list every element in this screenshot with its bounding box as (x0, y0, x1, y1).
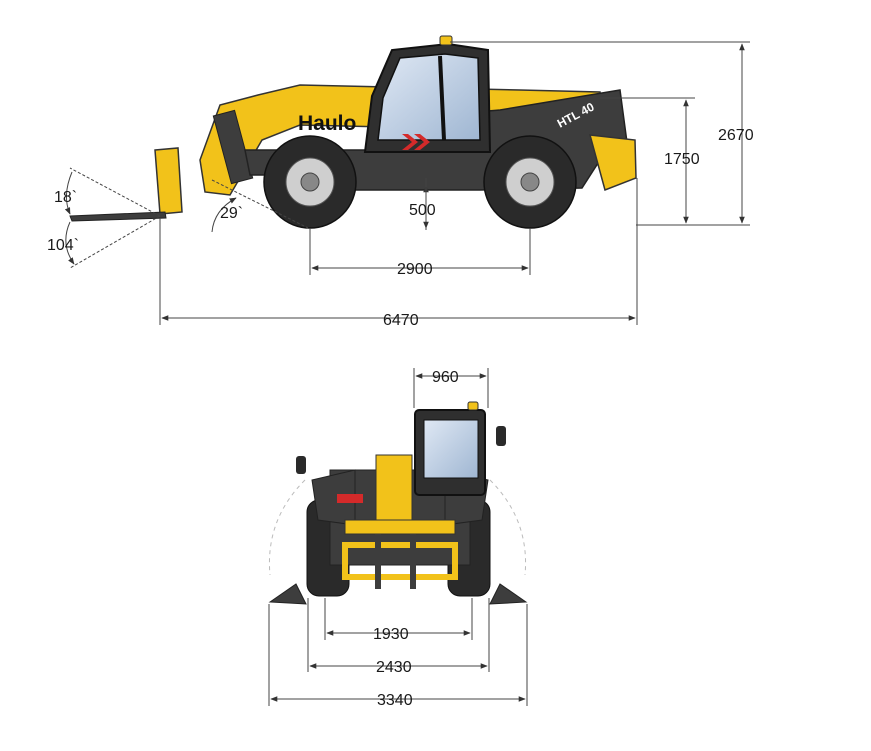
fork-carriage (154, 147, 183, 215)
dim-wheelbase: 2900 (397, 261, 433, 278)
angle-fork-down: 104` (47, 237, 79, 254)
angle-approach: 29` (220, 205, 243, 222)
stabilizer-arc-left (268, 479, 306, 576)
mirror-right (496, 426, 506, 446)
boom-front (375, 454, 413, 524)
side-view-machine: Haulo HTL 40 (69, 35, 637, 229)
dim-cab-width: 960 (432, 369, 459, 386)
dim-width-stabilizers: 3340 (377, 692, 413, 709)
front-view-machine (268, 401, 528, 605)
rear-wheel (483, 135, 577, 229)
fork-carriage-front (344, 519, 456, 535)
brand-logo: Haulo (298, 112, 356, 135)
front-view-dimensions (268, 368, 528, 706)
stabilizer-pad-right (489, 583, 528, 605)
stabilizer-arc-right (489, 479, 527, 576)
dim-width-tires: 2430 (376, 659, 412, 676)
head-lamp (337, 494, 363, 503)
dim-height-cab: 1750 (664, 151, 700, 168)
fork-tine-left (375, 534, 381, 589)
dim-height-total: 2670 (718, 127, 754, 144)
mirror-left (296, 456, 306, 474)
stabilizer-pad-left (268, 583, 307, 605)
dim-ground-clearance: 500 (409, 202, 436, 219)
chevron-mark (402, 134, 430, 150)
beacon-light (439, 35, 453, 46)
fork-tine-right (410, 534, 416, 589)
dim-length: 6470 (383, 312, 419, 329)
rear-counterweight (588, 134, 637, 191)
front-cab-window (423, 419, 479, 479)
dim-track-inner: 1930 (373, 626, 409, 643)
cab-pillar (438, 55, 446, 141)
fork-tine (69, 211, 167, 222)
side-view-dimensions (64, 41, 750, 325)
front-beacon (467, 401, 479, 411)
fork-frame-front (342, 542, 458, 580)
front-wheel (263, 135, 357, 229)
cab-window (377, 53, 481, 141)
angle-fork-up: 18` (54, 189, 77, 206)
tilt-cylinder (212, 109, 254, 185)
